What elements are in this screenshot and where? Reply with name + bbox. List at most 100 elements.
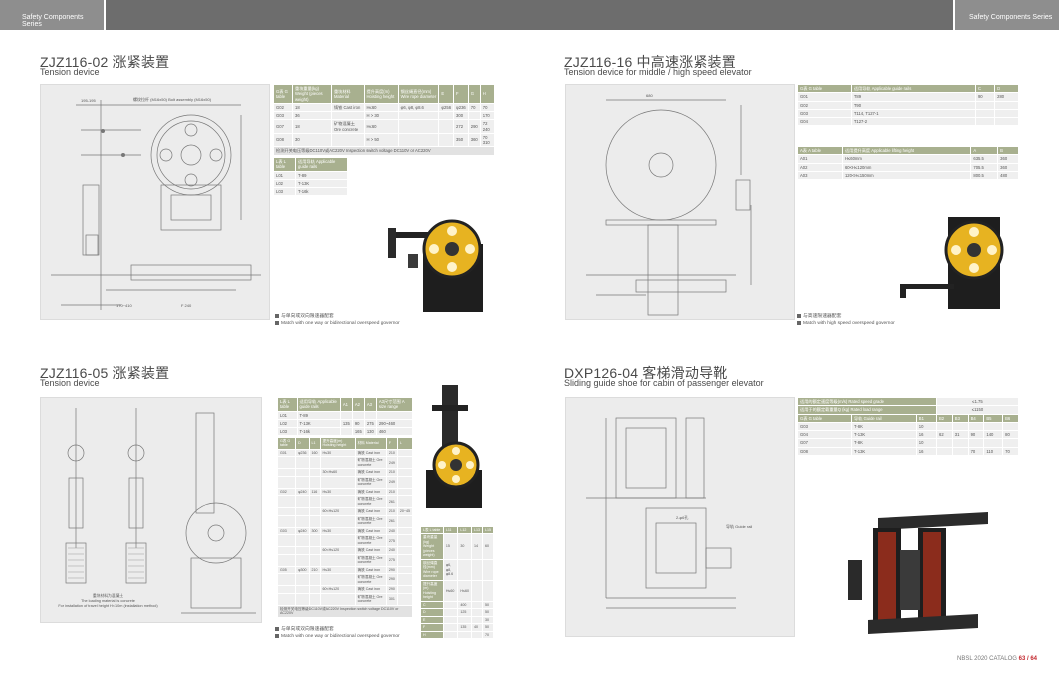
cell (442, 630, 459, 640)
cell (295, 456, 310, 470)
cell: 249 (385, 475, 398, 489)
cell: 矿物混凝土 Ore concrete (354, 514, 387, 528)
cell: 30<H≤60 (319, 468, 356, 477)
drawing-dim: 680 (646, 93, 653, 98)
cell: A02 (797, 162, 843, 172)
cell: 60 (481, 533, 495, 560)
cell (276, 592, 297, 606)
cell: 261 (385, 495, 398, 509)
cell (295, 507, 310, 516)
cell (396, 468, 414, 477)
th: E (420, 615, 444, 625)
cell: φ300 (295, 565, 310, 575)
th: H (479, 84, 496, 104)
cell (481, 579, 495, 602)
cell (295, 468, 310, 477)
cell: L01 (272, 170, 297, 180)
note-cn: 与高速限速器配套 (803, 314, 842, 319)
cell (319, 475, 356, 489)
th: E (438, 84, 455, 104)
cell (442, 608, 459, 617)
cell: 60<H≤120 (319, 507, 356, 516)
cell (319, 573, 356, 587)
th: G (467, 84, 481, 104)
cell: 70 310 (479, 132, 496, 148)
cell: 铸铁 Cast iron (354, 468, 387, 477)
note-zjz116-05: 与单向或双向限速器配套 Match with one way or bidire… (275, 626, 400, 640)
th: B1 (915, 413, 938, 423)
cell (1002, 438, 1019, 448)
product-photo-zjz116-05 (426, 385, 482, 508)
cell: T-13K (296, 418, 341, 429)
cell: 210 (308, 565, 321, 575)
cell (974, 100, 996, 110)
cell (396, 526, 414, 536)
product-photo-dxp126-04 (848, 512, 988, 634)
cell: 350 (453, 132, 469, 148)
th: B3 (951, 413, 969, 423)
cell (319, 553, 356, 567)
technical-drawing-dxp126-04: 2-φ6孔 导轨 Guide rail (565, 397, 795, 637)
cell (967, 421, 985, 432)
th: 重块重量(kg) Weight (pieces weight) (292, 84, 332, 104)
cell: 249 (385, 456, 398, 470)
cell (339, 426, 353, 437)
section-title-zjz116-05: ZJZ116-05 涨紧装置 (40, 365, 170, 381)
cell: L03 (272, 186, 297, 197)
drawing-dim-c: F 240 (181, 303, 192, 308)
cell (397, 132, 440, 148)
cell: φ236 (453, 102, 469, 113)
cell: H≤30 (319, 565, 356, 575)
th: 钢丝绳直径(mm) Wire rope diameter (420, 558, 444, 581)
cell (319, 592, 356, 606)
cell: ≤1.75 (936, 396, 1019, 407)
cell (308, 573, 321, 587)
cell: 170 (479, 110, 496, 121)
cell: H≤60 (457, 579, 472, 602)
cell (396, 534, 414, 548)
cell (295, 573, 310, 587)
technical-drawing-zjz116-16: 680 (565, 84, 795, 320)
cell: H > 50 (363, 132, 399, 148)
cell (983, 421, 1004, 432)
bullet-square-icon (797, 320, 801, 325)
product-photo-zjz116-02 (388, 219, 483, 312)
cell: φ240 (295, 526, 310, 536)
th: L表 L table (272, 157, 297, 172)
th: L表 L table (420, 525, 444, 535)
th: 导轨 Guide rail (851, 413, 917, 423)
th: G表 G table (272, 84, 294, 104)
cell: 70 (467, 102, 481, 113)
cell (330, 110, 365, 121)
th: 适用导轨 Applicable guide rails (296, 397, 341, 412)
cell (276, 546, 297, 555)
cell (396, 456, 414, 470)
cell: L02 (272, 178, 297, 189)
note-cn: 与单向或双向限速器配套 (281, 627, 334, 632)
th: L15 (481, 525, 495, 535)
cell: H≤60 (363, 102, 399, 113)
cell: 130 (363, 426, 377, 437)
cell: G01 (797, 92, 852, 102)
cell: 210 (385, 448, 398, 458)
th: B5 (983, 413, 1004, 423)
cell (994, 108, 1019, 119)
cell: 116 (308, 487, 321, 497)
th: G表 G table (796, 413, 853, 423)
cell: 290 (385, 565, 398, 575)
table-row: G表 G table 导轨 Guide rail B1 B2 B3 B4 B5 … (796, 413, 1019, 423)
cell (951, 438, 969, 448)
